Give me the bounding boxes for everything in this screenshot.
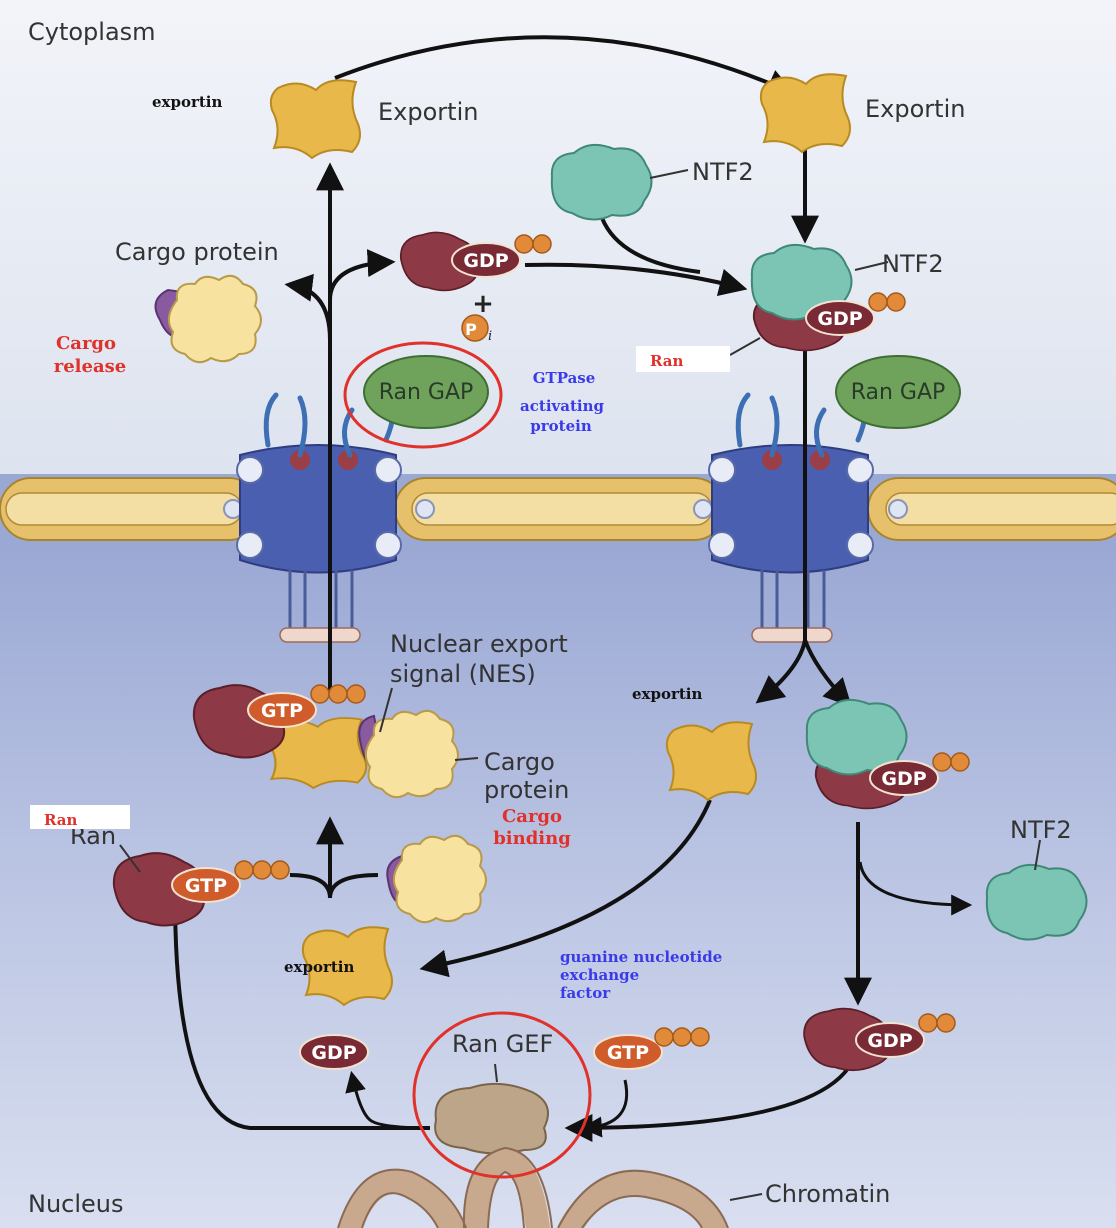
annotation-ran-right: Ran: [650, 352, 684, 370]
gtp-free: [593, 1027, 710, 1070]
cargo-protein-free: [386, 834, 487, 924]
gdp-free: [299, 1034, 369, 1070]
ran-gdp-arrow: [328, 249, 396, 301]
exportin-nucleus-right: [665, 721, 757, 801]
exportin-return-arrow: [419, 799, 712, 978]
gdp-to-ntf2-arrow: [524, 262, 748, 297]
exportin-label-top-left: Exportin: [378, 98, 478, 126]
annotation-cargo-binding-line1: Cargo: [502, 806, 562, 827]
annotation-exportin-top: exportin: [152, 93, 223, 111]
annotation-cargo-release-line1: Cargo: [56, 333, 116, 354]
ran-gap-left-label: Ran GAP: [379, 380, 474, 405]
gtp-in-arrow: [580, 1079, 629, 1138]
ntf2-ran-gdp-complex-top: [750, 243, 906, 352]
exportin-transfer-arrow: [334, 35, 796, 96]
annotation-gtpase-line2: activating: [520, 397, 604, 415]
nuclear-pore-right: [708, 392, 874, 643]
cytoplasm-label: Cytoplasm: [28, 18, 156, 46]
ran-gtp-up-arrow: [161, 889, 430, 1130]
nucleus-label: Nucleus: [28, 1190, 124, 1218]
cargo-protein-label-mid-line2: protein: [484, 776, 569, 804]
ntf2-label-right: NTF2: [1010, 816, 1072, 844]
nes-label-line1: Nuclear export: [390, 630, 568, 658]
cargo-release-arrow: [284, 273, 332, 341]
exportin-label-top-right: Exportin: [865, 95, 965, 123]
annotation-gef-line1: guanine nucleotide: [560, 948, 722, 966]
ntf2-ran-gdp-complex-nucleus: [805, 698, 970, 810]
ntf2-merge-arrow: [600, 217, 701, 274]
gtp-pill-complex: GTP: [261, 700, 303, 722]
nes-label-line2: signal (NES): [390, 660, 536, 688]
annotation-gef-line2: exchange: [560, 966, 639, 984]
annotation-gtpase-line1: GTPase: [533, 369, 596, 387]
ran-gap-left: [363, 355, 489, 429]
ntf2-release-arrow: [858, 861, 973, 916]
gtp-pill-left: GTP: [185, 875, 227, 897]
ran-gdp-top: [399, 231, 552, 292]
ran-gef-highlight: [412, 1011, 592, 1179]
gdp-pill-complex: GDP: [817, 308, 862, 330]
annotation-box-ran-left: [30, 805, 130, 829]
chromatin: [338, 1147, 727, 1228]
cargo-protein-released: [154, 274, 262, 364]
nuclear-pore-left: [236, 392, 402, 643]
annotation-exportin-mid: exportin: [632, 685, 703, 703]
ntf2-right: [985, 863, 1088, 941]
ran-gdp-lower-right: [803, 1007, 956, 1072]
merge-arrow: [289, 873, 379, 899]
plus-sign: +: [472, 289, 494, 319]
gdp-pill-free: GDP: [311, 1042, 356, 1064]
ran-gap-right: [835, 355, 961, 429]
nuclear-envelope: [0, 474, 1116, 546]
gdp-pill-nucleus: GDP: [881, 768, 926, 790]
ran-gap-highlight: [343, 341, 503, 449]
annotation-gtpase-line3: protein: [530, 417, 592, 435]
annotation-ran-left: Ran: [44, 811, 78, 829]
gdp-pill-lower-right: GDP: [867, 1030, 912, 1052]
ntf2-gdp-release-arrow: [803, 639, 852, 708]
ntf2-label-complex: NTF2: [882, 250, 944, 278]
exportin-top-left: [269, 79, 361, 160]
gdp-pill-top: GDP: [463, 250, 508, 272]
ntf2-top: [550, 143, 653, 221]
ran-gtp-left: [112, 852, 290, 927]
annotation-gef-line3: factor: [560, 984, 611, 1002]
cargo-protein-label-mid-line1: Cargo: [484, 748, 555, 776]
annotation-box-ran-right: [636, 346, 730, 372]
cargo-protein-label-top: Cargo protein: [115, 238, 279, 266]
annotation-exportin-bottom: exportin: [284, 958, 355, 976]
exportin-release-arrow: [755, 639, 807, 704]
gtp-pill-free: GTP: [607, 1042, 649, 1064]
ran-gap-right-label: Ran GAP: [851, 380, 946, 405]
exportin-top-right: [759, 73, 851, 154]
export-complex: [192, 684, 459, 799]
pi-subscript: i: [488, 329, 492, 344]
ntf2-label-top: NTF2: [692, 158, 754, 186]
phosphate-pi: [461, 314, 489, 342]
ran-gef: [434, 1082, 549, 1155]
annotation-cargo-release-line2: release: [54, 356, 126, 377]
chromatin-label: Chromatin: [765, 1180, 890, 1208]
chromatin-outline: [337, 1146, 729, 1228]
leader-lines: [119, 169, 1041, 1201]
pi-label: P: [465, 320, 477, 339]
annotation-cargo-binding-line2: binding: [493, 828, 571, 849]
ran-gef-label: Ran GEF: [452, 1030, 553, 1058]
